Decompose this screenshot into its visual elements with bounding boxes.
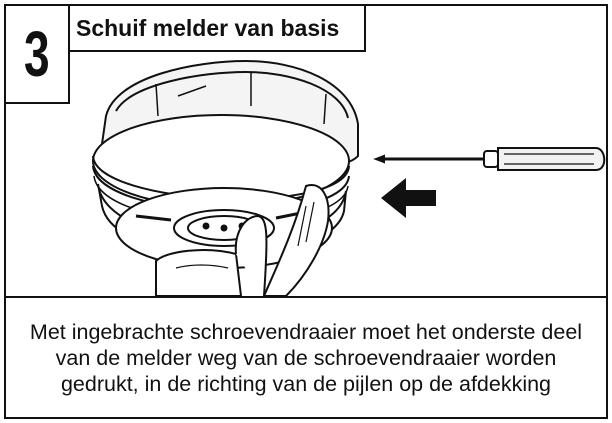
step-number: 3 [24,18,50,90]
illustration [92,59,606,296]
caption-box: Met ingebrachte schroevendraaier moet he… [6,296,606,417]
arrow-left-icon [381,178,436,218]
step-number-box: 3 [6,6,70,104]
title-box: Schuif melder van basis [68,6,366,52]
instruction-panel: 3 Schuif melder van basis Met ingebracht… [4,4,608,419]
step-title: Schuif melder van basis [76,14,340,41]
smoke-detector-icon [92,59,359,269]
screwdriver-icon [373,147,606,171]
hands-icon [155,184,330,296]
caption-text: Met ingebrachte schroevendraaier moet he… [29,319,583,396]
